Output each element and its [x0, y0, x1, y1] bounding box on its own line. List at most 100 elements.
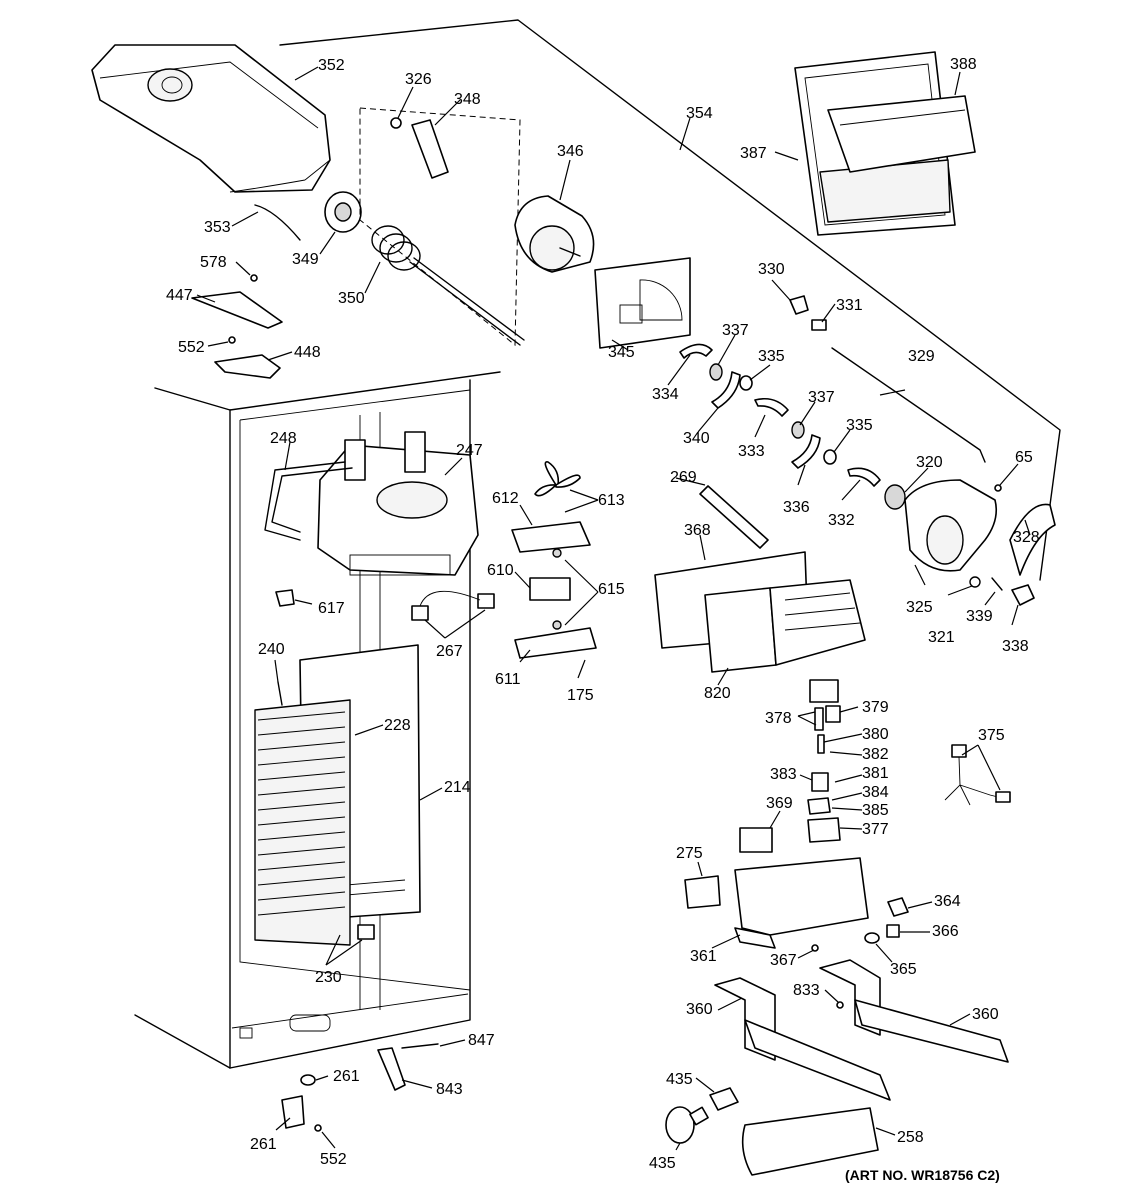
part-385-cam — [807, 797, 831, 815]
part-330-spring — [789, 295, 809, 315]
part-378-plunger — [814, 707, 824, 731]
part-275-plate — [684, 875, 721, 909]
part-552-screw-2 — [314, 1124, 322, 1132]
callout-617: 617 — [318, 600, 345, 617]
callout-175: 175 — [567, 687, 594, 704]
callout-364: 364 — [934, 893, 961, 910]
callout-labels: 352 326 348 354 388 346 387 353 349 578 … — [166, 56, 1040, 1172]
callout-378: 378 — [765, 710, 792, 727]
callout-349: 349 — [292, 251, 319, 268]
part-326-washer — [390, 117, 402, 129]
part-350-auger — [371, 225, 525, 346]
part-379-solenoid — [809, 679, 841, 723]
part-448-bracket — [214, 354, 281, 379]
crusher-parts — [679, 343, 881, 487]
callout-248: 248 — [270, 430, 297, 447]
part-377-bracket — [807, 817, 841, 843]
callout-346: 346 — [557, 143, 584, 160]
part-247-fan-housing — [317, 431, 479, 576]
part-820-icemaker — [704, 579, 866, 673]
callout-552-b: 552 — [320, 1151, 347, 1168]
part-435-socket — [709, 1087, 739, 1111]
part-331-clip — [811, 319, 827, 331]
callout-379: 379 — [862, 699, 889, 716]
callout-361: 361 — [690, 948, 717, 965]
part-375-harness — [944, 744, 1011, 806]
callout-340: 340 — [683, 430, 710, 447]
part-261-washer — [300, 1074, 316, 1086]
part-369-switch — [739, 827, 773, 853]
part-365-button — [864, 932, 880, 944]
callout-380: 380 — [862, 726, 889, 743]
part-843-lever — [377, 1047, 406, 1091]
part-329-rod — [831, 347, 986, 463]
callout-612: 612 — [492, 490, 519, 507]
callout-611: 611 — [495, 671, 521, 688]
part-248-duct — [264, 461, 346, 541]
callout-339: 339 — [966, 608, 993, 625]
callout-820: 820 — [704, 685, 731, 702]
part-352-ice-bucket — [91, 44, 331, 193]
part-578-screw — [250, 274, 258, 282]
callout-337-b: 337 — [808, 389, 835, 406]
callout-387: 387 — [740, 145, 767, 162]
callout-613: 613 — [598, 492, 625, 509]
callout-326: 326 — [405, 71, 432, 88]
callout-384: 384 — [862, 784, 889, 801]
callout-382: 382 — [862, 746, 889, 763]
callout-247: 247 — [456, 442, 483, 459]
callout-367: 367 — [770, 952, 797, 969]
part-380-pin — [817, 734, 825, 754]
callout-261-b: 261 — [250, 1136, 277, 1153]
callout-335-b: 335 — [846, 417, 873, 434]
part-360-rail-left — [714, 977, 891, 1101]
part-612-bracket — [511, 521, 591, 553]
callout-552-a: 552 — [178, 339, 205, 356]
callout-335-a: 335 — [758, 348, 785, 365]
callout-334: 334 — [652, 386, 679, 403]
part-348-baffle — [411, 119, 449, 179]
callout-240: 240 — [258, 641, 285, 658]
callout-360-a: 360 — [686, 1001, 713, 1018]
part-325-crusher-housing — [884, 479, 998, 572]
callout-847: 847 — [468, 1032, 495, 1049]
callout-275: 275 — [676, 845, 703, 862]
callout-337-a: 337 — [722, 322, 749, 339]
part-611-bracket — [514, 627, 597, 659]
callout-388: 388 — [950, 56, 977, 73]
callout-267: 267 — [436, 643, 463, 660]
callout-368: 368 — [684, 522, 711, 539]
part-388-dispenser-door — [827, 95, 976, 173]
part-366-clip — [886, 924, 900, 938]
callout-365: 365 — [890, 961, 917, 978]
callout-610: 610 — [487, 562, 514, 579]
part-228-evaporator — [254, 699, 351, 946]
callout-336: 336 — [783, 499, 810, 516]
part-361-dispenser-bracket — [734, 857, 869, 949]
part-261-hinge — [281, 1095, 305, 1129]
callout-375: 375 — [978, 727, 1005, 744]
part-321-ring — [969, 576, 981, 588]
callout-833: 833 — [793, 982, 820, 999]
callout-325: 325 — [906, 599, 933, 616]
callout-615: 615 — [598, 581, 625, 598]
callout-435-a: 435 — [666, 1071, 693, 1088]
callout-366: 366 — [932, 923, 959, 940]
art-number: (ART NO. WR18756 C2) — [845, 1167, 1000, 1183]
callout-330: 330 — [758, 261, 785, 278]
callout-352: 352 — [318, 57, 345, 74]
callout-354: 354 — [686, 105, 713, 122]
part-833-screw — [836, 1001, 844, 1009]
part-349-bearing — [324, 191, 362, 233]
part-615-grommet-2 — [552, 620, 562, 630]
part-258-light-cover — [741, 1107, 879, 1176]
leader-lines — [196, 66, 1031, 1151]
part-267-wire-harness — [411, 590, 495, 621]
part-338-slide — [1011, 584, 1035, 606]
callout-381: 381 — [862, 765, 889, 782]
part-847-spring — [401, 1043, 439, 1049]
part-353-wire — [254, 204, 301, 241]
callout-321: 321 — [928, 629, 955, 646]
callout-228: 228 — [384, 717, 411, 734]
